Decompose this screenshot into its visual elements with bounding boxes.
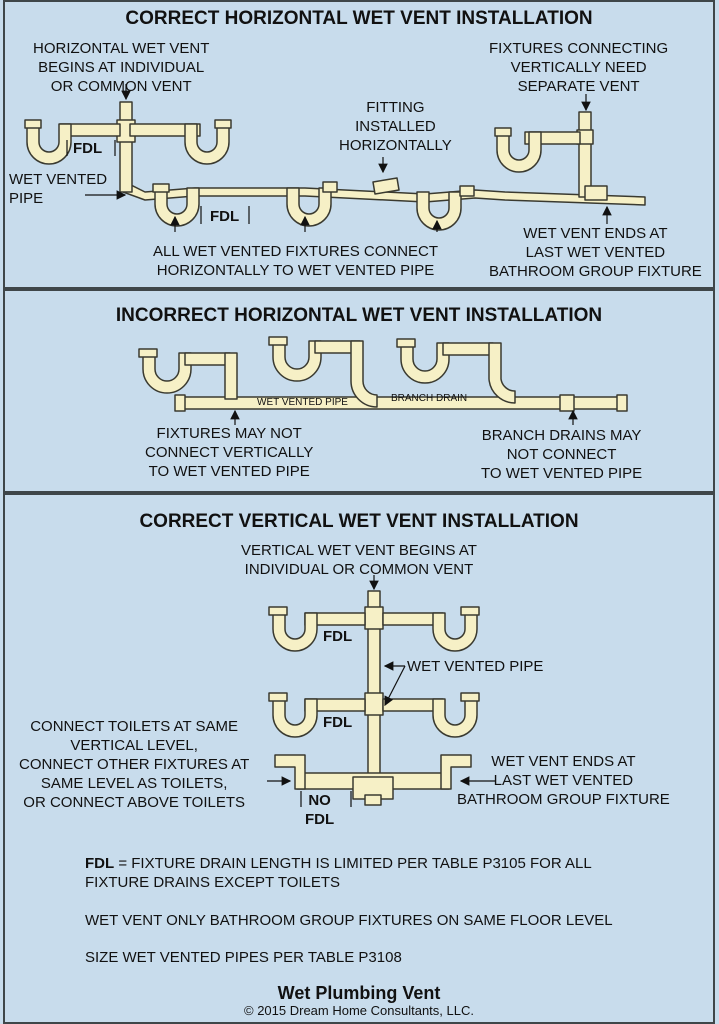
fdl-label-middle: FDL bbox=[323, 714, 353, 731]
label-all-connect: ALL WET VENTED FIXTURES CONNECT HORIZONT… bbox=[153, 243, 439, 279]
section-3-title: CORRECT VERTICAL WET VENT INSTALLATION bbox=[139, 511, 579, 532]
label-wet-vent-ends: WET VENT ENDS AT LAST WET VENTED BATHROO… bbox=[489, 225, 702, 280]
horizontal-fitting bbox=[372, 177, 400, 195]
label-branch-drains: BRANCH DRAINS MAY NOT CONNECT TO WET VEN… bbox=[481, 427, 643, 482]
label-fitting: FITTING INSTALLED HORIZONTALLY bbox=[339, 99, 452, 154]
no-fdl-label: NO FDL bbox=[305, 792, 335, 828]
section-1-title: CORRECT HORIZONTAL WET VENT INSTALLATION bbox=[125, 8, 593, 29]
label-wet-vented-pipe-vertical: WET VENTED PIPE bbox=[407, 658, 544, 675]
fdl-label-upper: FDL bbox=[323, 628, 353, 645]
note-size: SIZE WET VENTED PIPES PER TABLE P3108 bbox=[85, 949, 402, 966]
label-no-vertical: FIXTURES MAY NOT CONNECT VERTICALLY TO W… bbox=[145, 425, 314, 480]
note-fdl-text: = FIXTURE DRAIN LENGTH IS LIMITED PER TA… bbox=[85, 855, 592, 891]
p-trap-top-right bbox=[184, 123, 230, 165]
label-connect-toilets: CONNECT TOILETS AT SAME VERTICAL LEVEL, … bbox=[19, 718, 250, 811]
section-correct-horizontal: CORRECT HORIZONTAL WET VENT INSTALLATION… bbox=[3, 0, 715, 289]
vent-riser bbox=[119, 101, 133, 193]
label-wet-vented-pipe: WET VENTED PIPE bbox=[9, 171, 108, 207]
fdl-label-1: FDL bbox=[73, 140, 103, 157]
pipe-label-branch-drain: BRANCH DRAIN bbox=[391, 393, 468, 404]
vertical-wet-vent-illustration bbox=[267, 575, 495, 807]
p-trap-2 bbox=[286, 187, 332, 227]
footer-copyright: © 2015 Dream Home Consultants, LLC. bbox=[244, 1003, 474, 1018]
fdl-label-2: FDL bbox=[210, 208, 240, 225]
p-trap-vertical bbox=[496, 131, 542, 173]
p-trap-3 bbox=[416, 191, 462, 231]
section-incorrect-horizontal: INCORRECT HORIZONTAL WET VENT INSTALLATI… bbox=[3, 289, 715, 493]
label-fixtures-vertical: FIXTURES CONNECTING VERTICALLY NEED SEPA… bbox=[489, 40, 669, 95]
p-trap-1 bbox=[154, 187, 200, 227]
note-fdl: FDL = FIXTURE DRAIN LENGTH IS LIMITED PE… bbox=[85, 854, 592, 892]
separate-vent bbox=[578, 111, 592, 198]
note-floor-level: WET VENT ONLY BATHROOM GROUP FIXTURES ON… bbox=[85, 912, 613, 929]
incorrect-wet-vent-illustration bbox=[138, 336, 628, 425]
pipe-label-wet-vented: WET VENTED PIPE bbox=[257, 397, 348, 408]
footer-title: Wet Plumbing Vent bbox=[277, 983, 441, 1003]
label-vertical-ends: WET VENT ENDS AT LAST WET VENTED BATHROO… bbox=[457, 753, 670, 808]
label-horizontal-begins: HORIZONTAL WET VENT BEGINS AT INDIVIDUAL… bbox=[33, 40, 210, 95]
note-fdl-bold: FDL bbox=[85, 855, 115, 872]
label-vertical-begins: VERTICAL WET VENT BEGINS AT INDIVIDUAL O… bbox=[241, 542, 477, 578]
p-trap-left bbox=[26, 123, 72, 165]
section-correct-vertical: CORRECT VERTICAL WET VENT INSTALLATION V… bbox=[3, 493, 715, 1024]
section-2-title: INCORRECT HORIZONTAL WET VENT INSTALLATI… bbox=[115, 305, 603, 326]
wet-vented-pipe bbox=[122, 181, 646, 206]
horizontal-wet-vent-illustration bbox=[24, 84, 646, 232]
